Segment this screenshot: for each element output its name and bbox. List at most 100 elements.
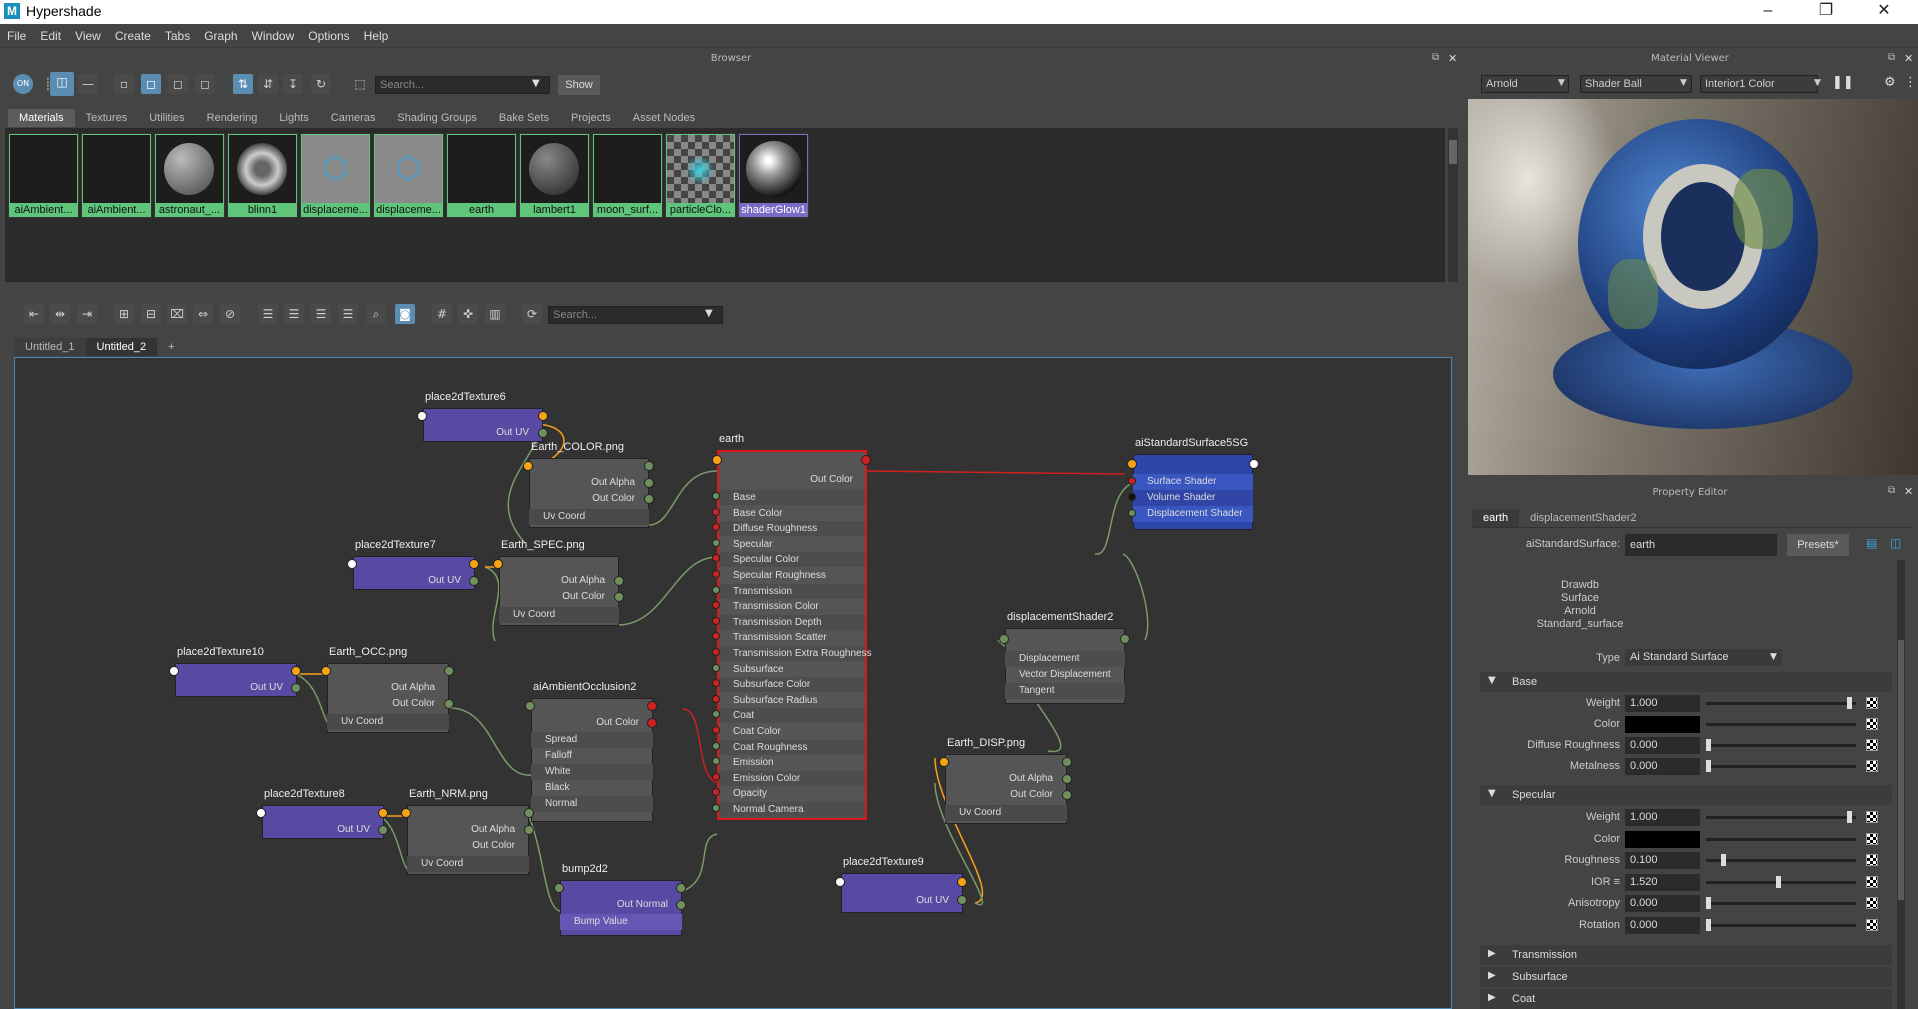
earth-input-port[interactable]	[712, 554, 720, 563]
slider-knob[interactable]	[1720, 854, 1726, 866]
frame-selection-icon[interactable]: ◙	[395, 304, 415, 324]
slider-knob[interactable]	[1706, 918, 1711, 931]
medium-icon-view-icon[interactable]: ◻	[141, 74, 161, 94]
list-view-icon[interactable]: —	[78, 74, 98, 94]
property-value-field[interactable]: 0.000	[1625, 758, 1700, 775]
property-slider[interactable]	[1706, 875, 1856, 888]
earth-attr-row[interactable]: Subsurface	[733, 663, 784, 675]
viewer-close-icon[interactable]: ✕	[1904, 52, 1914, 65]
graph-search-input[interactable]: Search...	[548, 306, 723, 324]
earth-input-port[interactable]	[712, 616, 720, 625]
property-slider[interactable]	[1706, 723, 1856, 726]
checker-map-icon[interactable]	[1866, 918, 1878, 931]
slider-knob[interactable]	[1706, 739, 1711, 751]
xlarge-icon-view-icon[interactable]: ◻	[195, 74, 215, 94]
copy-tab-icon[interactable]: ▤	[1866, 536, 1878, 550]
earth-input-port[interactable]	[712, 507, 720, 516]
swatch-displacement-2[interactable]: ⬡displaceme...	[373, 133, 444, 218]
earth-input-port[interactable]	[712, 648, 720, 656]
earth-input-port[interactable]	[712, 492, 720, 500]
swatch-aiambient-1[interactable]: aiAmbient...	[8, 133, 79, 218]
menu-view[interactable]: View	[75, 29, 101, 43]
map-button-icon[interactable]	[1866, 718, 1878, 730]
menu-create[interactable]: Create	[114, 29, 151, 43]
slider-knob[interactable]	[1706, 760, 1711, 772]
props-scrollbar[interactable]	[1897, 560, 1905, 1009]
earth-attr-row[interactable]: Diffuse Roughness	[719, 521, 865, 537]
toggle-icon[interactable]: ▥	[485, 304, 505, 324]
property-slider[interactable]	[1706, 897, 1856, 909]
maximize-icon[interactable]: ❐	[1818, 2, 1834, 19]
earth-attr-row[interactable]: Subsurface Color	[719, 677, 865, 693]
browser-scrollbar[interactable]	[1448, 128, 1458, 282]
earth-attr-row[interactable]: Specular	[733, 538, 773, 550]
earth-attr-row[interactable]: Transmission Color	[733, 601, 819, 613]
tab-lights[interactable]: Lights	[279, 112, 309, 124]
props-float-icon[interactable]: ⧉	[1888, 485, 1896, 496]
browser-search-input[interactable]: Search...	[375, 76, 550, 94]
tab-projects[interactable]: Projects	[571, 112, 611, 124]
pause-icon[interactable]: ❚❚	[1832, 75, 1854, 90]
earth-attr-row[interactable]: Emission Color	[719, 770, 865, 786]
slider-knob[interactable]	[1706, 897, 1711, 909]
swatch-earth[interactable]: earth	[446, 133, 517, 218]
slider-knob[interactable]	[1846, 697, 1852, 709]
earth-input-port[interactable]	[712, 772, 720, 781]
slider-knob[interactable]	[1775, 875, 1781, 888]
rearrange-icon[interactable]: ⇔	[193, 304, 213, 324]
graph-search-chevron-icon[interactable]: ▼	[705, 308, 713, 319]
menu-help[interactable]: Help	[363, 29, 389, 43]
earth-attr-row[interactable]: Opacity	[733, 788, 767, 800]
sort-time-icon[interactable]: ↧	[283, 74, 303, 94]
property-value-field[interactable]: 0.100	[1625, 852, 1700, 869]
remove-unused-icon[interactable]: ⊘	[220, 304, 240, 324]
earth-attr-row[interactable]: Transmission Scatter	[733, 632, 827, 644]
property-slider[interactable]	[1706, 697, 1856, 709]
checker-map-icon[interactable]	[1866, 875, 1878, 888]
earth-input-port[interactable]	[712, 570, 720, 578]
refresh-icon[interactable]: ↻	[311, 74, 331, 94]
property-value-field[interactable]: 1.520	[1625, 873, 1700, 891]
property-slider[interactable]	[1706, 760, 1856, 772]
tab-utilities[interactable]: Utilities	[149, 112, 185, 124]
output-connections-icon[interactable]: ⇥	[77, 304, 97, 324]
swatch-particle-cloud[interactable]: particleClo...	[665, 133, 736, 218]
tab-rendering[interactable]: Rendering	[206, 112, 258, 124]
tab-cameras[interactable]: Cameras	[330, 112, 376, 124]
earth-attr-row[interactable]: Base	[719, 490, 865, 505]
swatch-moon-surface[interactable]: moon_surf...	[592, 133, 663, 218]
earth-input-port[interactable]	[712, 788, 720, 797]
input-connections-icon[interactable]: ⇤	[24, 304, 44, 324]
sort-alpha-icon[interactable]: ⇅	[233, 74, 253, 94]
menu-file[interactable]: File	[7, 29, 27, 43]
connected-mode-icon[interactable]: ☰	[284, 304, 304, 324]
graph-refresh-icon[interactable]: ⟳	[522, 304, 542, 324]
large-icon-view-icon[interactable]: ◻	[168, 74, 188, 94]
checker-map-icon[interactable]	[1866, 854, 1878, 866]
property-slider[interactable]	[1706, 739, 1856, 751]
environment-select[interactable]: Interior1 Color	[1700, 75, 1818, 93]
checker-map-icon[interactable]	[1866, 811, 1878, 823]
earth-input-port[interactable]	[712, 710, 720, 719]
transmission-expand-icon[interactable]: ▶	[1488, 948, 1496, 959]
tab-shading-groups[interactable]: Shading Groups	[397, 112, 477, 124]
section-subsurface[interactable]: Subsurface	[1480, 967, 1892, 987]
swatch-shaderglow1[interactable]: shaderGlow1	[738, 133, 809, 218]
earth-input-port[interactable]	[712, 804, 720, 812]
material-preview[interactable]	[1468, 99, 1918, 475]
property-slider[interactable]	[1706, 918, 1856, 931]
minimize-icon[interactable]: –	[1763, 2, 1773, 19]
small-icon-view-icon[interactable]: ▫	[114, 74, 134, 94]
node-name-field[interactable]: earth	[1625, 534, 1777, 556]
menu-graph[interactable]: Graph	[204, 29, 238, 43]
snap-grid-icon[interactable]: ✜	[458, 304, 478, 324]
tab-earth[interactable]: earth	[1472, 509, 1520, 527]
section-specular[interactable]: Specular	[1480, 785, 1892, 805]
full-mode-icon[interactable]: ☰	[311, 304, 331, 324]
simple-mode-icon[interactable]: ☰	[258, 304, 278, 324]
property-slider[interactable]	[1706, 811, 1856, 823]
earth-attr-row[interactable]: Normal Camera	[719, 802, 865, 817]
earth-attr-row[interactable]: Transmission	[719, 583, 865, 599]
show-button[interactable]: Show	[558, 75, 600, 95]
menu-edit[interactable]: Edit	[40, 29, 62, 43]
